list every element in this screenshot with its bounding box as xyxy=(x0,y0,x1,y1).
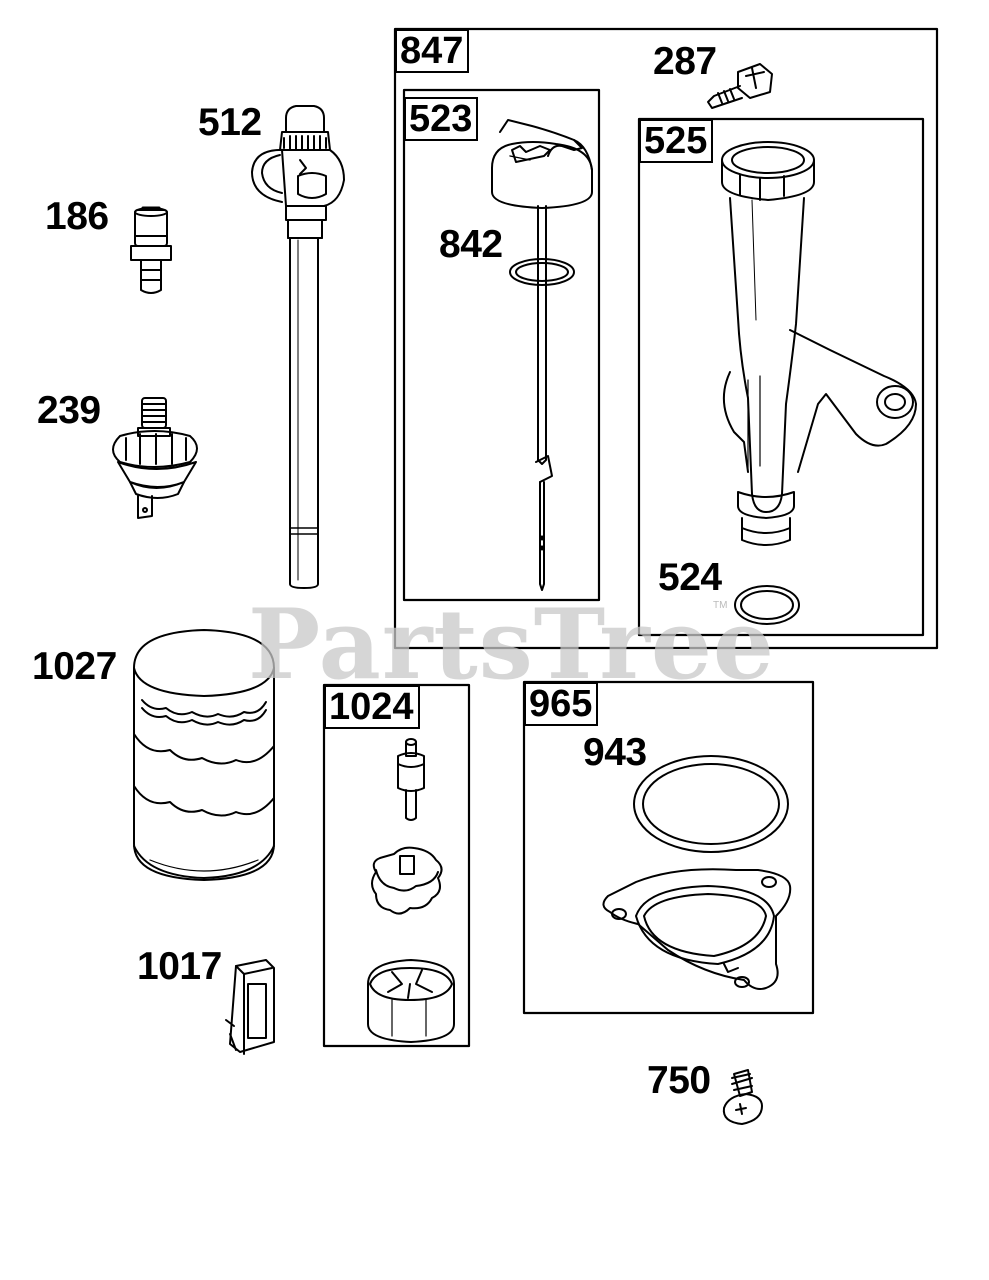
label-239: 239 xyxy=(37,389,101,432)
part-287-bolt xyxy=(707,63,773,109)
part-186-fitting xyxy=(130,206,172,294)
part-239-pressure-switch xyxy=(112,397,198,519)
part-523-oil-cap xyxy=(491,119,593,209)
group-box-523 xyxy=(402,88,601,602)
label-524: 524 xyxy=(658,556,722,599)
label-847: 847 xyxy=(395,29,470,73)
group-box-847 xyxy=(393,27,939,650)
watermark-trademark: TM xyxy=(713,600,728,611)
part-1017-adapter xyxy=(225,959,275,1055)
group-box-965 xyxy=(522,680,815,1015)
label-965: 965 xyxy=(524,682,599,726)
part-750-screw xyxy=(722,1069,763,1125)
group-box-525 xyxy=(637,117,925,637)
part-943-gasket xyxy=(633,755,789,853)
watermark: PartsTree xyxy=(248,588,775,701)
label-1024: 1024 xyxy=(324,685,420,729)
label-943: 943 xyxy=(583,731,647,774)
label-186: 186 xyxy=(45,195,109,238)
part-965-cover-plate xyxy=(602,868,792,990)
part-1027-oil-filter xyxy=(133,629,275,881)
label-523: 523 xyxy=(404,97,479,141)
label-525: 525 xyxy=(639,119,714,163)
label-842: 842 xyxy=(439,223,503,266)
part-525-fill-tube xyxy=(721,141,917,546)
label-750: 750 xyxy=(647,1059,711,1102)
part-512-dipstick-tube xyxy=(251,105,345,589)
label-287: 287 xyxy=(653,40,717,83)
label-1027: 1027 xyxy=(32,645,117,688)
label-1017: 1017 xyxy=(137,945,222,988)
label-512: 512 xyxy=(198,101,262,144)
part-1024-pump xyxy=(367,738,455,1043)
part-524-oring xyxy=(734,585,800,625)
part-842-dipstick-oring xyxy=(509,205,575,591)
